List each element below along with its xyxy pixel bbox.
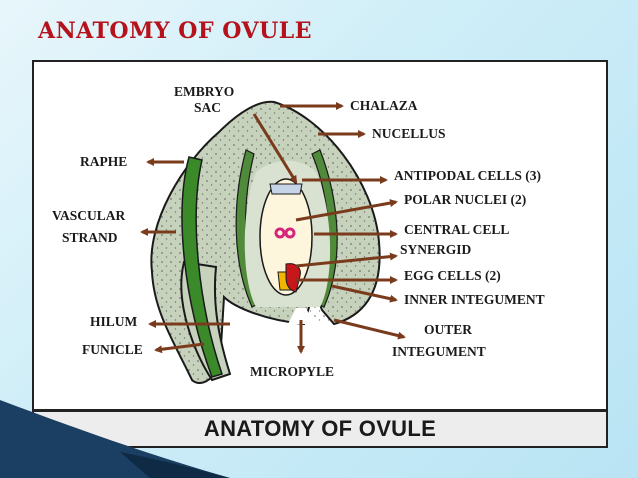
label-vascular-line2: STRAND bbox=[62, 230, 118, 245]
label-polar-nuclei: POLAR NUCLEI (2) bbox=[404, 192, 527, 207]
label-embryo-sac-line2: SAC bbox=[194, 100, 222, 115]
ovule-diagram bbox=[140, 100, 406, 384]
label-chalaza: CHALAZA bbox=[350, 98, 418, 113]
polar-nucleus-2 bbox=[284, 227, 296, 239]
vascular-strand-shape bbox=[181, 156, 223, 378]
label-hilum: HILUM bbox=[90, 314, 138, 329]
label-outer-integument-line2: INTEGUMENT bbox=[392, 344, 486, 359]
label-egg-cells: EGG CELLS (2) bbox=[404, 268, 501, 283]
inner-integument-arrow bbox=[331, 284, 398, 303]
label-nucellus: NUCELLUS bbox=[372, 126, 446, 141]
label-embryo-sac-line1: EMBRYO bbox=[174, 84, 235, 99]
micropyle-opening bbox=[288, 308, 314, 324]
polar-nuclei-arrow bbox=[295, 199, 398, 222]
funicle-arrow bbox=[154, 342, 205, 354]
synergid-shape bbox=[285, 263, 301, 293]
embryo-sac-arrow bbox=[252, 113, 298, 184]
slide-title: ANATOMY OF OVULE bbox=[38, 18, 313, 44]
synergid-arrow bbox=[295, 252, 398, 268]
diagram-frame: EMBRYO SAC CHALAZA NUCELLUS RAPHE ANTIPO… bbox=[32, 60, 608, 448]
label-vascular-line1: VASCULAR bbox=[52, 208, 126, 223]
figure-caption: ANATOMY OF OVULE bbox=[203, 416, 437, 441]
label-inner-integument: INNER INTEGUMENT bbox=[404, 292, 545, 307]
antipodal-cells-shape bbox=[269, 183, 303, 195]
label-raphe: RAPHE bbox=[80, 154, 128, 169]
label-central-cell: CENTRAL CELL bbox=[404, 222, 510, 237]
label-antipodal-cells: ANTIPODAL CELLS (3) bbox=[394, 168, 542, 183]
label-synergid: SYNERGID bbox=[400, 242, 472, 257]
label-micropyle: MICROPYLE bbox=[250, 364, 334, 379]
polar-nucleus-1 bbox=[274, 227, 286, 239]
outer-integument-arrow bbox=[333, 318, 406, 340]
figure-caption-bar: ANATOMY OF OVULE bbox=[34, 409, 606, 446]
label-funicle: FUNICLE bbox=[82, 342, 143, 357]
label-outer-integument-line1: OUTER bbox=[424, 322, 473, 337]
